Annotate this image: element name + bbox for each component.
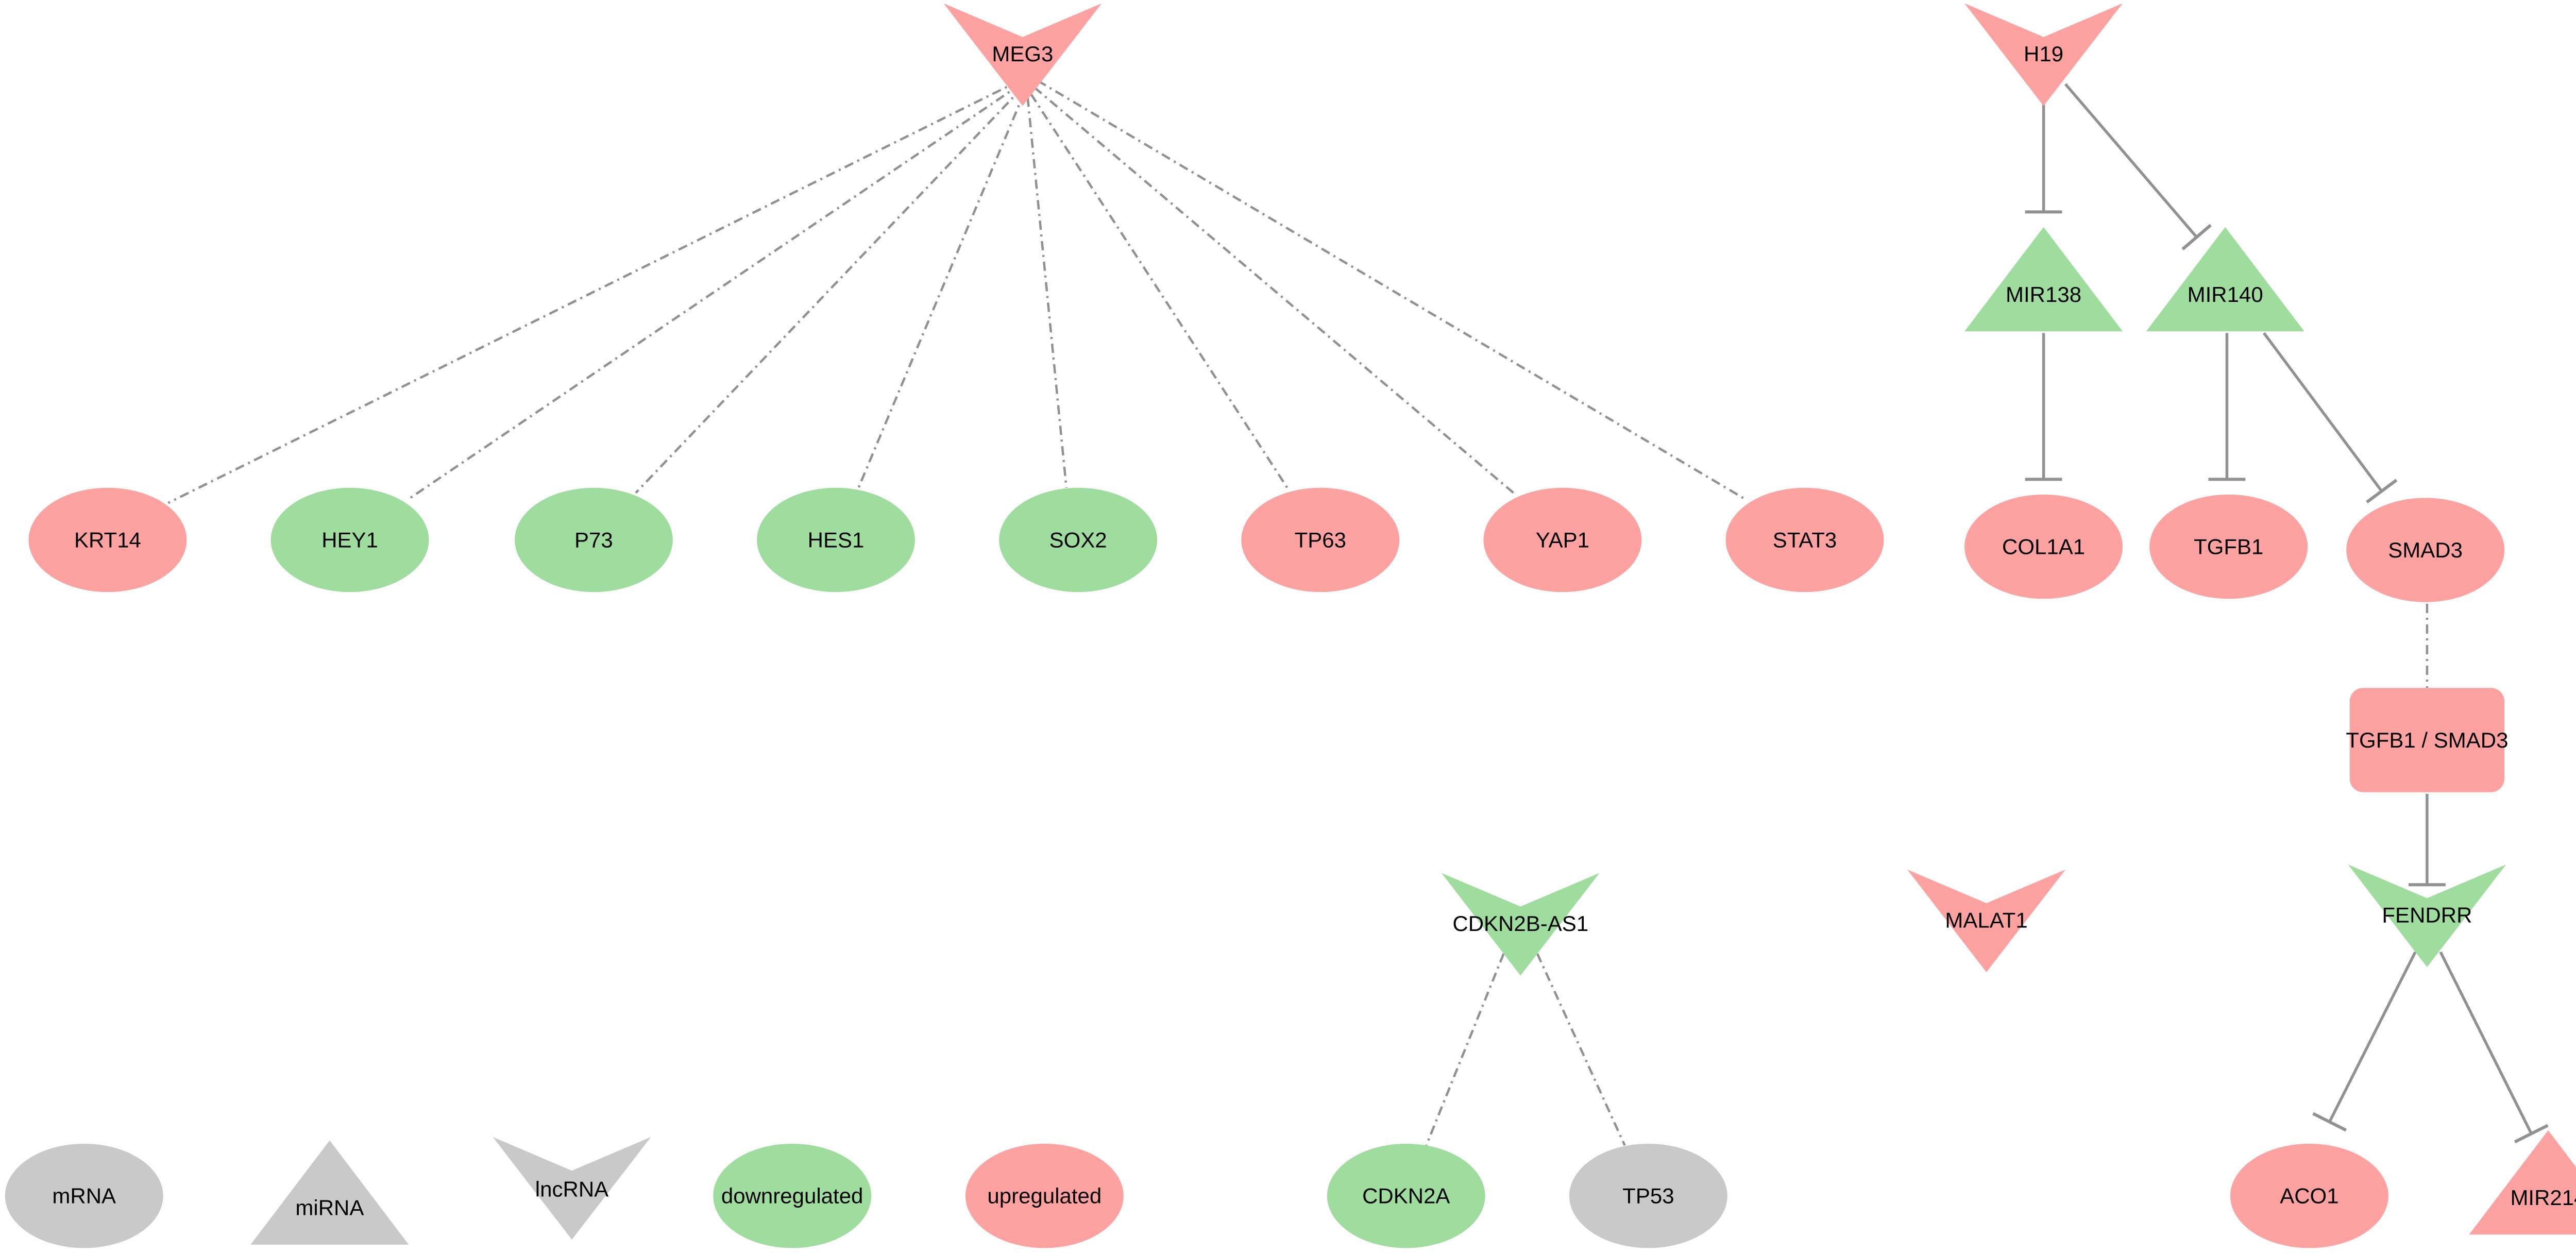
node-krt14[interactable]: KRT14 <box>28 487 187 592</box>
edges-layer <box>167 79 2549 1146</box>
inhibition-bar <box>2366 479 2398 504</box>
node-label: KRT14 <box>74 528 141 552</box>
node-label: SMAD3 <box>2388 538 2463 562</box>
edge-meg3-tp63 <box>1030 93 1290 490</box>
node-mir140[interactable]: MIR140 <box>2146 227 2304 332</box>
node-label: TGFB1 <box>2194 535 2263 559</box>
node-label: HEY1 <box>321 528 378 552</box>
node-aco1[interactable]: ACO1 <box>2230 1143 2388 1248</box>
node-label: MIR140 <box>2188 282 2263 307</box>
legend-item-lncrna: lncRNA <box>493 1137 651 1240</box>
edge-h19-mir140 <box>2064 83 2212 250</box>
legend-label: downregulated <box>721 1184 863 1208</box>
node-label: TGFB1 / SMAD3 <box>2346 728 2508 752</box>
node-p73[interactable]: P73 <box>514 487 673 592</box>
edge-mir140-tgfb1 <box>2208 333 2246 481</box>
node-cdkn2a[interactable]: CDKN2A <box>1327 1143 1485 1248</box>
inhibition-bar <box>2181 224 2212 250</box>
edge-mir140-smad3 <box>2263 332 2398 504</box>
node-tgfb1[interactable]: TGFB1 <box>2149 494 2308 599</box>
edge-meg3-p73 <box>635 87 1024 494</box>
node-label: CDKN2B-AS1 <box>1452 911 1588 936</box>
legend-item-mirna: miRNA <box>250 1140 409 1245</box>
node-col1a1[interactable]: COL1A1 <box>1964 494 2123 599</box>
legend-item-upregulated: upregulated <box>965 1143 1124 1248</box>
node-hes1[interactable]: HES1 <box>757 487 915 592</box>
edge-meg3-krt14 <box>167 79 1020 504</box>
node-tgfb1-smad3[interactable]: TGFB1 / SMAD3 <box>2346 688 2508 792</box>
node-meg3[interactable]: MEG3 <box>943 3 1102 106</box>
legend-label: upregulated <box>987 1184 1101 1208</box>
node-yap1[interactable]: YAP1 <box>1483 487 1642 592</box>
legend-label: mRNA <box>52 1184 116 1208</box>
legend-label: miRNA <box>295 1196 364 1220</box>
edge-tgfb1_smad3-fendrr <box>2409 793 2446 887</box>
node-label: SOX2 <box>1049 528 1107 552</box>
legend-item-mrna: mRNA <box>5 1143 163 1248</box>
node-label: MIR214 <box>2510 1185 2576 1210</box>
node-label: YAP1 <box>1536 528 1589 552</box>
edge-meg3-hey1 <box>410 83 1022 499</box>
node-label: ACO1 <box>2280 1184 2338 1208</box>
node-fendrr[interactable]: FENDRR <box>2348 865 2506 968</box>
node-tp53[interactable]: TP53 <box>1569 1143 1727 1248</box>
edge-meg3-yap1 <box>1033 87 1516 496</box>
edge-meg3-hes1 <box>856 92 1026 490</box>
node-label: MIR138 <box>2006 282 2081 307</box>
legend-label: lncRNA <box>535 1177 608 1201</box>
edge-cdkn2b_as1-tp53 <box>1536 953 1626 1146</box>
node-label: STAT3 <box>1773 528 1837 552</box>
node-label: TP53 <box>1622 1184 1674 1208</box>
inhibition-bar <box>2312 1112 2347 1132</box>
node-hey1[interactable]: HEY1 <box>270 487 429 592</box>
node-stat3[interactable]: STAT3 <box>1725 487 1884 592</box>
node-label: FENDRR <box>2382 903 2472 927</box>
node-mir214[interactable]: MIR214 <box>2469 1130 2576 1235</box>
node-malat1[interactable]: MALAT1 <box>1907 869 2066 972</box>
node-h19[interactable]: H19 <box>1964 3 2123 106</box>
edge-meg3-stat3 <box>1037 79 1747 501</box>
node-sox2[interactable]: SOX2 <box>999 487 1158 592</box>
edge-fendrr-mir214 <box>2439 951 2549 1144</box>
edge-h19-mir138 <box>2025 104 2062 214</box>
node-mir138[interactable]: MIR138 <box>1964 227 2123 332</box>
edge-cdkn2b_as1-cdkn2a <box>1425 953 1505 1146</box>
edge-fendrr-aco1 <box>2312 951 2417 1132</box>
node-smad3[interactable]: SMAD3 <box>2346 498 2505 602</box>
edge-meg3-sox2 <box>1026 97 1068 488</box>
node-label: MALAT1 <box>1945 908 2027 932</box>
node-label: COL1A1 <box>2002 535 2085 559</box>
node-label: CDKN2A <box>1362 1184 1450 1208</box>
node-tp63[interactable]: TP63 <box>1241 487 1400 592</box>
edge-mir138-col1a1 <box>2025 333 2062 481</box>
node-cdkn2b-as1[interactable]: CDKN2B-AS1 <box>1441 873 1600 976</box>
legend: mRNA miRNA lncRNA downregulated upregulated <box>5 1137 1124 1248</box>
node-label: P73 <box>574 528 613 552</box>
node-label: MEG3 <box>992 42 1053 66</box>
node-label: H19 <box>2024 42 2063 66</box>
legend-item-downregulated: downregulated <box>713 1143 872 1248</box>
inhibition-bar <box>2514 1124 2549 1144</box>
node-label: HES1 <box>808 528 865 552</box>
node-label: TP63 <box>1295 528 1346 552</box>
